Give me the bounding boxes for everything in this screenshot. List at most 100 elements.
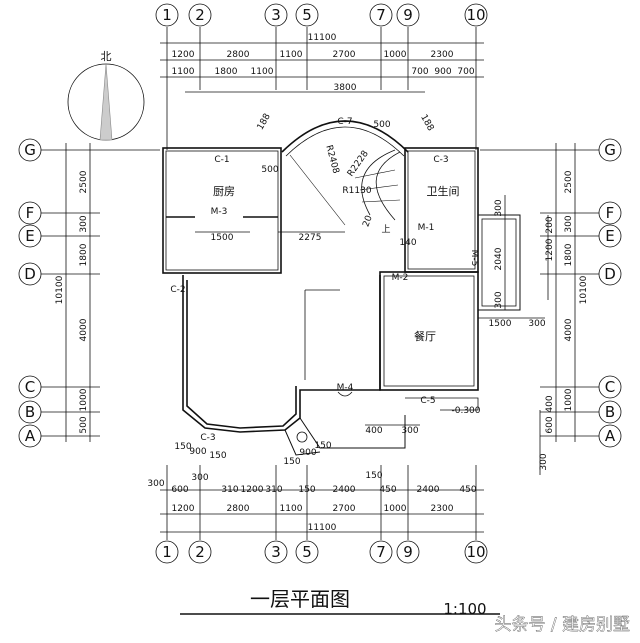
dim-text: 300 xyxy=(494,291,504,308)
label-level: -0.300 xyxy=(451,406,480,416)
axis-label: 7 xyxy=(376,6,386,24)
axis-bubbles-bottom: 1 2 3 5 7 9 10 xyxy=(155,540,488,564)
room-dining: 餐厅 xyxy=(414,329,436,343)
dim-text: 300 xyxy=(494,199,504,216)
axis-bubbles-left: G F E D C B A xyxy=(18,138,42,448)
axis-label: 3 xyxy=(271,543,281,561)
dim-text: 500 xyxy=(79,416,89,433)
dim-text: 450 xyxy=(459,485,476,495)
dim-text: 1000 xyxy=(384,504,407,514)
axis-label: E xyxy=(605,227,614,245)
dim-188-right: 188 xyxy=(418,113,435,133)
axis-label: D xyxy=(604,265,616,283)
dim-text: 1200 xyxy=(241,485,264,495)
dim-text: 1100 xyxy=(172,67,195,77)
dim-text: 150 xyxy=(365,471,382,481)
label-r1130: R1130 xyxy=(342,186,371,196)
axis-label: 2 xyxy=(195,543,205,561)
inner-dims: 500 1500 2275 140 20 1500 300 400 300 15… xyxy=(211,165,546,481)
dim-row-top-3: 1100 1800 1100 700 900 700 xyxy=(172,67,475,77)
axis-label: 5 xyxy=(302,6,312,24)
dim-arc-width: 3800 xyxy=(334,83,357,93)
room-names: 厨房 卫生间 餐厅 xyxy=(213,184,460,343)
label-c2: C-2 xyxy=(170,285,185,295)
watermark: 头条号 / 建房别墅 xyxy=(494,615,630,635)
axis-label: 7 xyxy=(376,543,386,561)
dim-text: 2400 xyxy=(417,485,440,495)
dim-text: 500 xyxy=(261,165,278,175)
axis-label: 10 xyxy=(466,6,485,24)
opening-labels: C-7 C-1 C-3 M-3 M-1 M-5 M-2 M-4 C-2 C-5 … xyxy=(170,117,480,443)
bottom-dimension-lines xyxy=(160,465,484,540)
dim-col-left: 2500 300 1800 4000 1000 500 xyxy=(79,170,89,433)
axis-label: A xyxy=(25,427,36,445)
dim-row-bottom-2: 1200 2800 1100 2700 1000 2300 xyxy=(172,504,454,514)
dim-text: 300 xyxy=(528,319,545,329)
label-up: 上 xyxy=(381,224,390,235)
dim-188-left: 188 xyxy=(256,112,273,132)
drawing-scale: 1:100 xyxy=(443,600,486,618)
dim-text: 2300 xyxy=(431,504,454,514)
axis-label: 3 xyxy=(271,6,281,24)
dim-text: 150 xyxy=(283,457,300,467)
room-bathroom: 卫生间 xyxy=(427,184,460,198)
axis-label: F xyxy=(606,204,615,222)
dim-text: 300 xyxy=(564,215,574,232)
axis-label: 9 xyxy=(403,543,413,561)
dim-text: 1500 xyxy=(211,233,234,243)
dim-total-left: 10100 xyxy=(55,275,65,304)
axis-label: 5 xyxy=(302,543,312,561)
dim-text: 310 xyxy=(221,485,238,495)
dim-text: 900 xyxy=(189,447,206,457)
label-c1: C-1 xyxy=(214,155,229,165)
dim-text: 900 xyxy=(434,67,451,77)
dim-text: 1200 xyxy=(545,238,555,261)
dim-text: 700 xyxy=(457,67,474,77)
bay-dims-left: 150 900 150 xyxy=(174,442,226,461)
axis-label: G xyxy=(24,141,36,159)
dim-text: 1000 xyxy=(564,388,574,411)
label-m3: M-3 xyxy=(211,207,228,217)
axis-bubbles-right: G F E D C B A xyxy=(598,138,622,448)
axis-label: 2 xyxy=(195,6,205,24)
page-title: 一层平面图 xyxy=(250,587,350,611)
door-m4-icon xyxy=(337,391,353,397)
room-kitchen: 厨房 xyxy=(213,185,235,198)
axis-label: B xyxy=(25,403,35,421)
axis-label: 1 xyxy=(162,543,172,561)
axis-bubbles-top: 1 2 3 5 7 9 10 xyxy=(155,3,488,27)
dim-text: 2500 xyxy=(564,170,574,193)
dim-col-right-extra: 300 2040 300 1200 200 xyxy=(494,199,555,308)
dim-text: 2040 xyxy=(494,247,504,270)
dim-text: 2500 xyxy=(79,170,89,193)
label-m4: M-4 xyxy=(337,383,354,393)
dim-text: 140 xyxy=(399,238,416,248)
axis-label: C xyxy=(25,378,35,396)
dim-text: 1100 xyxy=(280,504,303,514)
axis-label: E xyxy=(25,227,34,245)
dim-text: 600 xyxy=(545,416,555,433)
dim-text: 150 xyxy=(298,485,315,495)
dim-text: 1200 xyxy=(172,50,195,60)
dim-text: 4000 xyxy=(79,318,89,341)
inner-dimension-lines xyxy=(195,231,545,426)
label-r2408: R2408 xyxy=(323,144,340,175)
dim-text: 2800 xyxy=(227,50,250,60)
dim-text: 300 xyxy=(147,479,164,489)
dim-row-bottom-1: 300 600 300 310 1200 310 150 2400 450 24… xyxy=(147,473,476,495)
label-m2: M-2 xyxy=(392,273,409,283)
axis-label: G xyxy=(604,141,616,159)
right-dimension-lines xyxy=(480,143,599,475)
dim-text: 600 xyxy=(171,485,188,495)
dim-text: 200 xyxy=(545,216,555,233)
axis-label: A xyxy=(605,427,616,445)
dim-text: 1100 xyxy=(251,67,274,77)
label-m5: M-5 xyxy=(469,250,479,267)
dim-text: 4000 xyxy=(564,318,574,341)
label-r2228: R2228 xyxy=(346,149,371,179)
axis-label: 1 xyxy=(162,6,172,24)
dim-text: 1800 xyxy=(79,243,89,266)
dim-text: 2800 xyxy=(227,504,250,514)
dim-col-right: 2500 300 1800 4000 1000 600 400 300 xyxy=(539,170,574,470)
